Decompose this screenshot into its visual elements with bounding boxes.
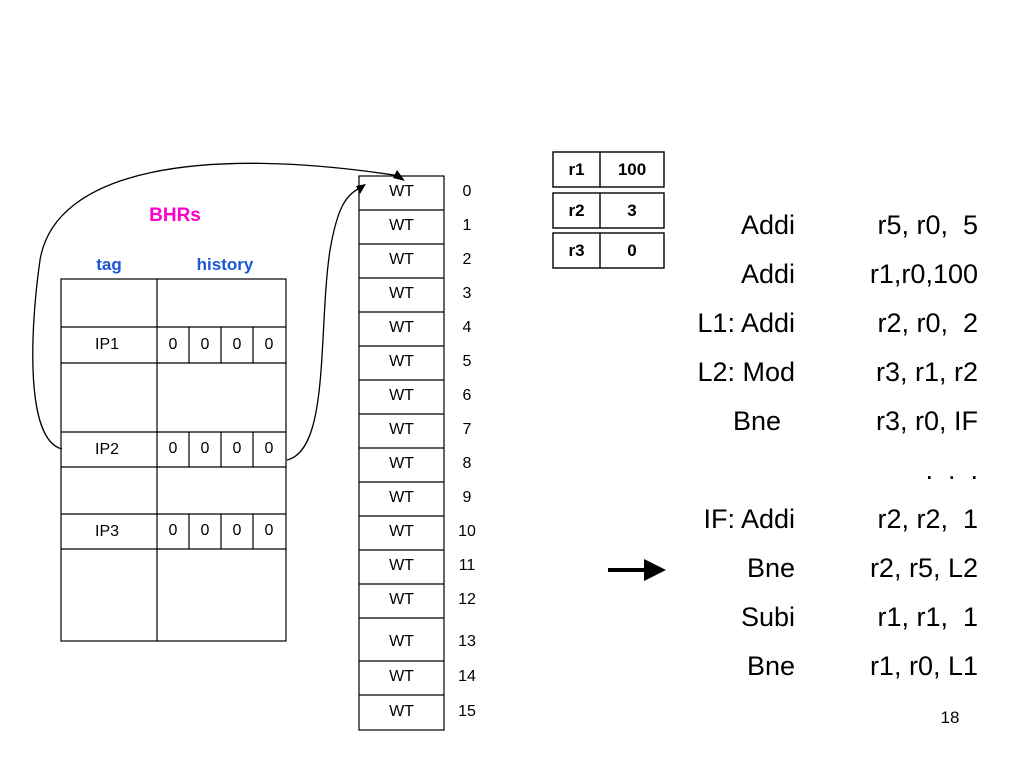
code-operands: r1,r0,100 [869, 259, 978, 289]
pht-entry-state: WT [389, 285, 414, 302]
history-bit: 0 [232, 336, 242, 353]
register-value: 100 [617, 160, 647, 179]
pht-entry-state: WT [389, 455, 414, 472]
bhr-tag-ip1: IP1 [95, 336, 120, 353]
register-name: r1 [568, 160, 585, 179]
code-label: Addi [740, 259, 795, 289]
history-bit: 0 [168, 336, 178, 353]
tag-column-header: tag [96, 255, 122, 274]
pht-entry-index: 8 [462, 455, 472, 472]
code-label-current: Bne [746, 553, 795, 583]
pht-entry-state: WT [389, 591, 414, 608]
ip2-to-entry0-arrow [32, 162, 401, 450]
page-number: 18 [940, 708, 960, 727]
bhr-table-border [60, 278, 287, 642]
pht-entry-state: WT [389, 489, 414, 506]
history-bit: 0 [264, 336, 274, 353]
history-bit-dividers [188, 327, 254, 549]
bhr-title: BHRs [149, 205, 201, 226]
pht-entry-index: 13 [458, 633, 476, 650]
pht-entry-state: WT [389, 668, 414, 685]
code-operands: r1, r0, L1 [869, 651, 978, 681]
pht-entry-index: 9 [462, 489, 472, 506]
pht-entry-state: WT [389, 353, 414, 370]
bhr-tag-ip3: IP3 [95, 522, 120, 540]
pht-entry-state: WT [389, 703, 414, 720]
code-operands: r2, r2, 1 [877, 504, 978, 534]
code-label: L2: Mod [697, 357, 795, 387]
pht-entry-index: 4 [462, 319, 472, 336]
bhr-tag-ip2: IP2 [95, 440, 120, 458]
pht-entry-index: 12 [458, 591, 476, 608]
code-operands-current: r2, r5, L2 [869, 553, 978, 583]
pht-entry-index: 7 [462, 421, 472, 438]
pht-entry-state: WT [389, 251, 414, 268]
ip2-history-to-entry0-arrow [286, 187, 361, 461]
pht-entry-state: WT [389, 319, 414, 336]
code-label: Bne [746, 651, 795, 681]
pht-entry-index: 0 [462, 183, 472, 200]
arrowhead-icon [393, 170, 405, 181]
history-bit: 0 [168, 440, 178, 457]
code-operands: r1, r1, 1 [877, 602, 978, 632]
code-label: Addi [740, 210, 795, 240]
pht-entry-state: WT [389, 557, 414, 574]
history-column-header: history [196, 255, 254, 274]
pht-entry-state: WT [389, 217, 414, 234]
history-bit: 0 [168, 522, 178, 539]
pht-entry-index: 3 [462, 285, 472, 302]
history-bit: 0 [264, 522, 274, 539]
pht-entry-index: 14 [458, 668, 476, 685]
code-label: L1: Addi [697, 308, 795, 338]
history-bit: 0 [232, 440, 242, 457]
arrowhead-icon [356, 184, 366, 194]
register-value: 3 [627, 201, 637, 220]
register-table-border [552, 151, 665, 269]
code-operands: r2, r0, 2 [877, 308, 978, 338]
pht-table-border [358, 175, 445, 731]
right-arrow-icon [644, 559, 666, 581]
pht-entry-state: WT [389, 633, 414, 650]
register-name: r2 [568, 201, 585, 220]
pht-entry-index: 5 [462, 353, 472, 370]
code-operands: r5, r0, 5 [877, 210, 978, 240]
code-label: IF: Addi [703, 504, 795, 534]
code-label: Bne [732, 406, 781, 436]
pht-entry-index: 10 [458, 523, 476, 540]
pht-entry-index: 15 [458, 703, 476, 720]
history-bit: 0 [232, 522, 242, 539]
code-label: Subi [740, 602, 795, 632]
code-operands: r3, r0, IF [875, 406, 978, 436]
code-operands: r3, r1, r2 [875, 357, 978, 387]
register-name: r3 [568, 241, 585, 260]
pht-entry-index: 6 [462, 387, 472, 404]
register-value: 0 [627, 241, 637, 260]
pht-entry-state: WT [389, 421, 414, 438]
pht-entry-index: 2 [462, 251, 472, 268]
pht-row-lines [359, 209, 444, 696]
code-ellipsis: . . . [925, 455, 978, 485]
pht-entry-state: WT [389, 183, 414, 200]
pht-entry-state: WT [389, 523, 414, 540]
pht-entry-state: WT [389, 387, 414, 404]
pht-entry-index: 1 [462, 217, 472, 234]
pht-entry-index: 11 [458, 557, 476, 574]
history-bit: 0 [200, 440, 210, 457]
history-bit: 0 [200, 336, 210, 353]
history-bit: 0 [200, 522, 210, 539]
history-bit: 0 [264, 440, 274, 457]
